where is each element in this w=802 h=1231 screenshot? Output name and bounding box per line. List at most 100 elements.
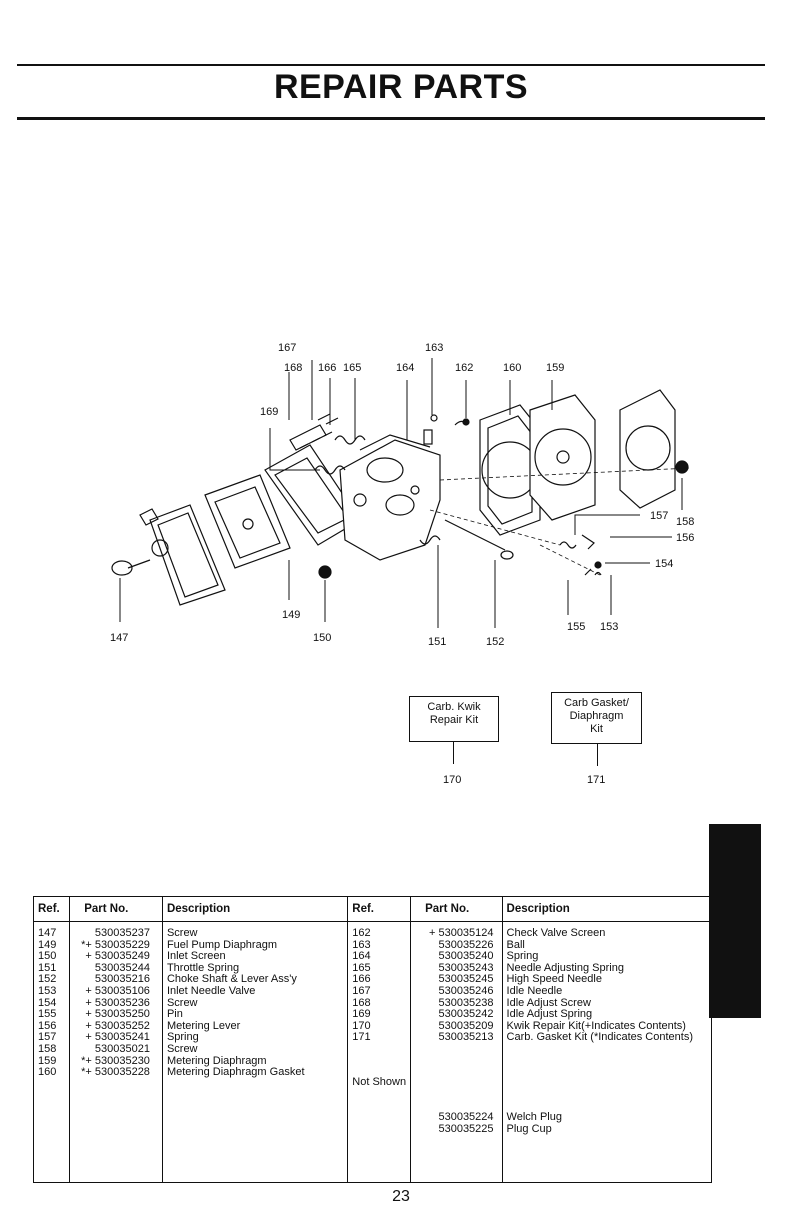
kit-leader-170 [453,742,454,764]
callout-153: 153 [600,621,618,633]
idle-adjust-screw [289,424,333,451]
metering-diaphragm [529,394,596,521]
not-shown-label: Not Shown [352,1076,407,1089]
list-item: 162 [352,927,371,939]
inlet-screen [318,565,332,579]
callout-164: 164 [396,362,414,374]
list-item: 530035238 [438,996,494,1009]
list-item: 530035021 [94,1042,150,1055]
list-item: 168 [352,996,371,1009]
callout-158: 158 [676,516,694,528]
list-item: 530035240 [438,950,494,963]
list-item: 530035244 [94,961,150,974]
kit-box-gasket-diaphragm: Carb Gasket/ Diaphragm Kit [551,692,642,744]
list-item: + 530035250 [85,1008,150,1021]
list-item: 153 [38,984,57,997]
list-item: 530035209 [438,1019,494,1032]
list-item: *+ 530035230 [81,1054,150,1067]
callout-154: 154 [655,558,673,570]
metering-lever-parts [559,534,602,576]
callout-150: 150 [313,632,331,644]
list-item: Carb. Gasket Kit (*Indicates Contents) [506,1031,693,1044]
callout-157: 157 [650,510,668,522]
list-item: + 530035124 [428,927,494,939]
list-item: Plug Cup [506,1122,552,1135]
callout-159: 159 [546,362,564,374]
callout-168: 168 [284,362,302,374]
title-underline [17,117,765,120]
list-item: Inlet Screen [166,950,226,963]
list-item: + 530035106 [85,984,150,997]
kit-line: Carb. Kwik [427,701,481,713]
header-part-no: Part No. [69,896,163,922]
kit-line: Repair Kit [429,714,479,726]
screw-147 [111,559,151,576]
list-item: 530035246 [438,984,494,997]
callout-155: 155 [567,621,585,633]
header-description: Description [162,896,349,922]
list-item: 165 [352,961,371,974]
list-item: Pin [166,1008,183,1021]
callout-147: 147 [110,632,128,644]
list-item: Check Valve Screen [506,927,606,939]
list-item: Idle Adjust Spring [506,1008,593,1021]
list-item: 530035226 [438,938,494,951]
list-item: *+ 530035229 [81,938,150,951]
callout-160: 160 [503,362,521,374]
callout-166: 166 [318,362,336,374]
section-tab [709,824,761,1018]
list-item: 530035216 [94,973,150,986]
list-item: Fuel Pump Diaphragm [166,938,277,951]
list-item: + 530035249 [85,950,150,963]
list-item: 170 [352,1019,371,1032]
kit-ref-171: 171 [587,774,606,786]
callout-162: 162 [455,362,473,374]
list-item: Welch Plug [506,1110,562,1123]
callout-152: 152 [486,636,504,648]
list-item: Throttle Spring [166,961,240,974]
list-item: Screw [166,1042,198,1055]
list-item: 530035242 [438,1008,494,1021]
callout-163: 163 [425,342,443,354]
list-item: Metering Diaphragm Gasket [166,1066,305,1079]
carburetor-body [339,434,441,561]
header-ref: Ref. [32,896,71,922]
pump-cover [139,504,226,606]
inlet-needle-spring [419,519,514,560]
callout-169: 169 [260,406,278,418]
list-item: Screw [166,996,198,1009]
list-item: Ball [506,938,525,951]
list-item: Spring [166,1031,199,1044]
list-item: 163 [352,938,371,951]
list-item: Needle Adjusting Spring [506,961,624,974]
list-item: 159 [38,1054,57,1067]
top-rule [17,64,765,66]
list-item: + 530035236 [85,996,150,1009]
parts-table: Ref. Part No. Description Ref. Part No. … [32,896,713,1183]
list-item: 171 [352,1031,371,1044]
callout-149: 149 [282,609,300,621]
list-item: 156 [38,1019,57,1032]
list-item: Kwik Repair Kit(+Indicates Contents) [506,1019,686,1032]
list-item: Screw [166,927,198,939]
list-item: 160 [38,1066,57,1079]
list-item: Idle Adjust Screw [506,996,591,1009]
list-item: 530035237 [94,927,150,939]
callout-165: 165 [343,362,361,374]
list-item: 164 [352,950,371,963]
kit-line: Kit [590,723,603,735]
kit-leader-171 [597,744,598,766]
check-valve-parts [423,414,470,445]
table-header-row: Ref. Part No. Description Ref. Part No. … [32,896,713,922]
header-part-no-right: Part No. [410,896,503,922]
callout-167: 167 [278,342,296,354]
list-item: *+ 530035228 [81,1066,150,1079]
list-item: 530035213 [438,1031,494,1044]
exploded-carburetor-diagram: 167 163 168 166 165 164 162 160 159 169 … [110,342,694,648]
fuel-pump-diaphragm [204,474,291,569]
